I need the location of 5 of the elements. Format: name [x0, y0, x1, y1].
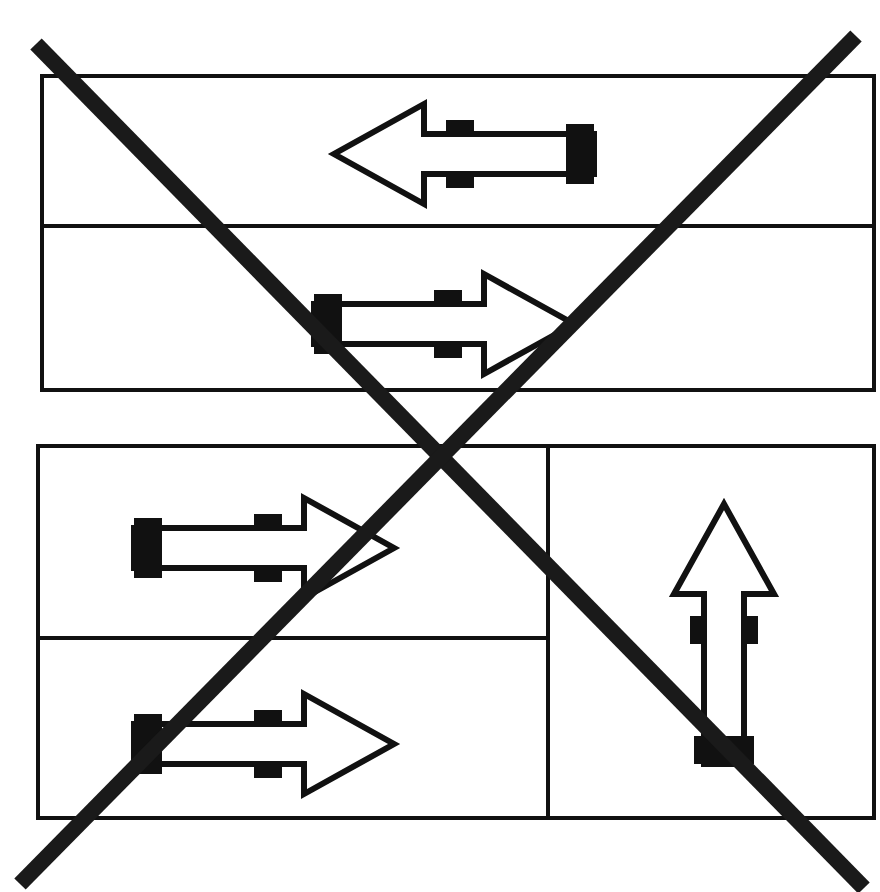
panel-cell — [36, 636, 550, 820]
panel-cell — [40, 224, 876, 392]
panel-cell — [36, 444, 550, 640]
panel-cell — [546, 444, 876, 820]
panel-cell — [40, 74, 876, 228]
